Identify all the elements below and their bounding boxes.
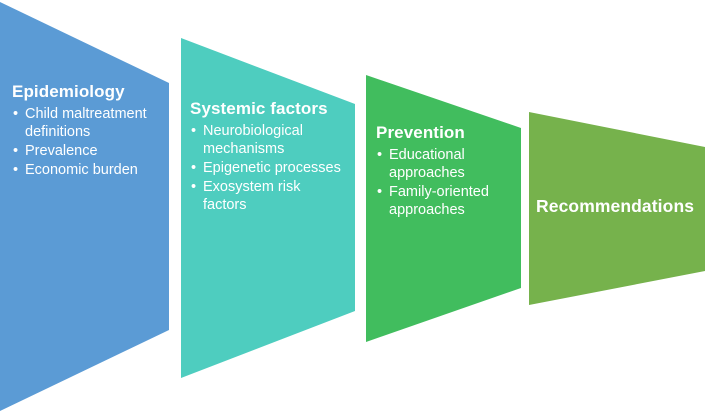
list-item: • Epigenetic processes xyxy=(190,160,342,178)
bullet-label: Epigenetic processes xyxy=(203,159,341,176)
bullet-icon: • xyxy=(191,159,197,176)
stage-text-epidemiology: Epidemiology • Child maltreatment definit… xyxy=(12,82,152,181)
stage-shape-epidemiology xyxy=(0,2,169,411)
bullet-icon: • xyxy=(191,178,197,195)
bullet-label: Economic burden xyxy=(25,161,138,178)
stage-title-prevention: Prevention xyxy=(376,123,465,142)
bullet-label: Prevalence xyxy=(25,142,98,159)
list-item: • Child maltreatment definitions xyxy=(12,106,152,142)
stage-shape-systemic-factors xyxy=(181,38,355,378)
list-item: • Educational approaches xyxy=(376,147,506,183)
stage-bullet-list-epidemiology: • Child maltreatment definitions • Prevale… xyxy=(12,106,152,180)
bullet-label: Family-oriented approaches xyxy=(389,183,489,218)
list-item: • Neurobiological mechanisms xyxy=(190,123,342,159)
bullet-icon: • xyxy=(13,142,19,159)
bullet-icon: • xyxy=(377,183,383,200)
stage-bullet-list-prevention: • Educational approaches • Family-oriented… xyxy=(376,147,506,220)
bullet-icon: • xyxy=(377,146,383,163)
stage-title-epidemiology: Epidemiology xyxy=(12,82,125,101)
stage-text-prevention: Prevention • Educational approaches • Fami… xyxy=(376,123,506,221)
stage-text-recommendations: Recommendations xyxy=(536,196,706,217)
list-item: • Economic burden xyxy=(12,162,152,180)
stage-bullet-list-systemic-factors: • Neurobiological mechanisms • Epigenetic … xyxy=(190,123,342,215)
bullet-icon: • xyxy=(13,105,19,122)
stage-title-recommendations: Recommendations xyxy=(536,196,695,216)
bullet-label: Exosystem risk factors xyxy=(203,178,301,213)
bullet-icon: • xyxy=(191,122,197,139)
list-item: • Family-oriented approaches xyxy=(376,184,506,220)
bullet-icon: • xyxy=(13,161,19,178)
stage-shape-recommendations xyxy=(529,112,705,305)
list-item: • Prevalence xyxy=(12,143,152,161)
stage-text-systemic-factors: Systemic factors • Neurobiological mechan… xyxy=(190,99,342,216)
stage-shape-prevention xyxy=(366,75,521,342)
bullet-label: Child maltreatment definitions xyxy=(25,105,147,140)
stage-title-systemic-factors: Systemic factors xyxy=(190,99,328,118)
list-item: • Exosystem risk factors xyxy=(190,179,342,215)
bullet-label: Neurobiological mechanisms xyxy=(203,122,303,157)
bullet-label: Educational approaches xyxy=(389,146,465,181)
